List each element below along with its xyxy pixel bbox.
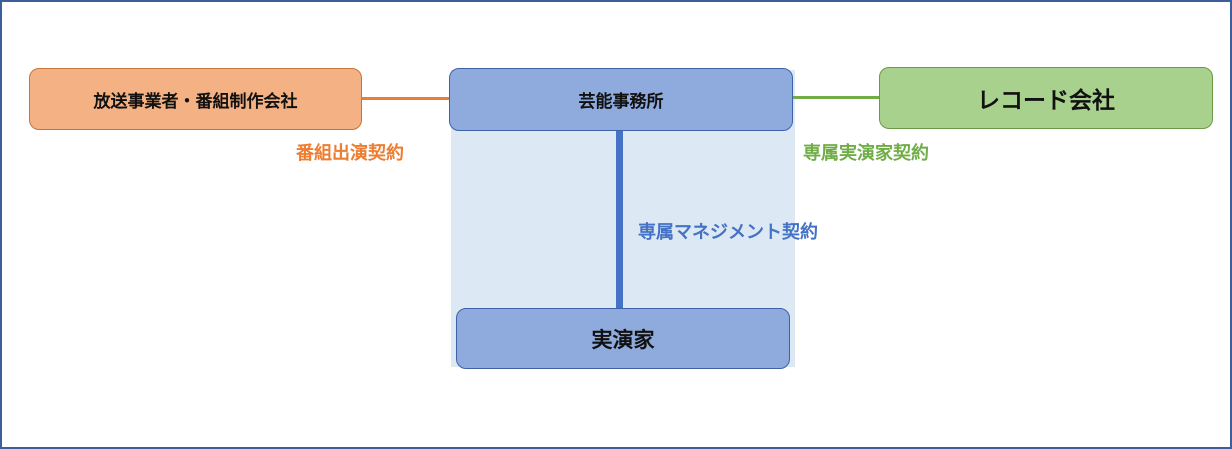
node-record-company-label: レコード会社: [977, 88, 1115, 114]
edge-label-exclusive-management: 専属マネジメント契約: [638, 222, 818, 243]
node-agency: 芸能事務所: [449, 68, 793, 131]
connector-broadcaster-agency: [362, 97, 450, 100]
edge-label-program-appearance: 番組出演契約: [296, 143, 404, 164]
node-performer: 実演家: [456, 308, 790, 369]
node-performer-label: 実演家: [591, 327, 655, 352]
edge-label-exclusive-performer: 専属実演家契約: [803, 143, 929, 164]
connector-agency-performer: [616, 131, 623, 309]
node-record-company: レコード会社: [879, 67, 1213, 129]
node-agency-label: 芸能事務所: [578, 92, 664, 112]
node-broadcaster-label: 放送事業者・番組制作会社: [93, 91, 298, 112]
connector-agency-record-company: [793, 96, 880, 99]
node-broadcaster: 放送事業者・番組制作会社: [29, 68, 362, 130]
